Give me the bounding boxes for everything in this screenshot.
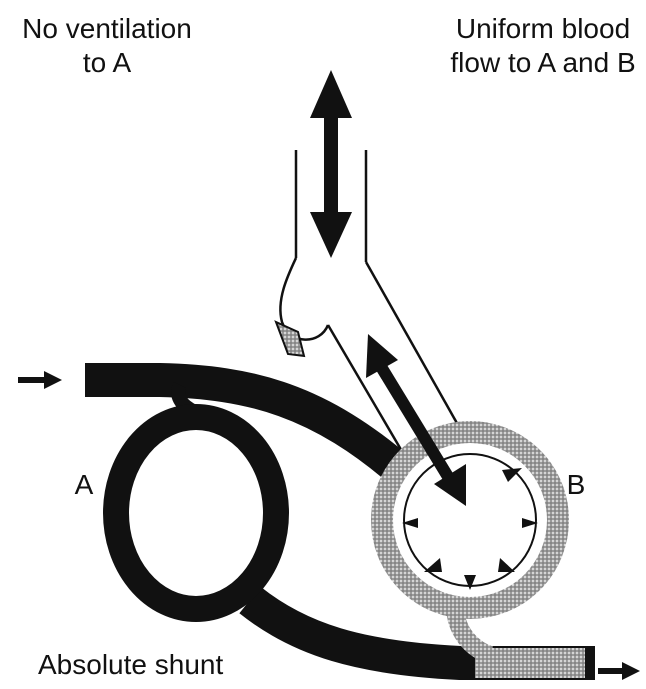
label-alveolus-b: B [556, 468, 596, 502]
branch-to-b-right-wall [366, 262, 458, 425]
label-alveolus-a: A [66, 468, 102, 502]
label-no-ventilation: No ventilation to A [12, 12, 202, 80]
outflow-arrow-icon [622, 662, 640, 680]
inflow-arrow-shaft [18, 377, 46, 383]
arrow-head-down [310, 212, 352, 258]
outflow-arrow-shaft [598, 668, 624, 674]
arrow-head-up [310, 70, 352, 118]
ventilation-arrow-main [310, 70, 352, 258]
label-uniform-blood-flow: Uniform blood flow to A and B [440, 12, 646, 80]
alveolus-a [116, 417, 276, 609]
venous-stipple [475, 648, 585, 678]
label-absolute-shunt: Absolute shunt [38, 648, 298, 682]
arrow-shaft [324, 112, 338, 222]
airway-blockage [276, 322, 304, 356]
inflow-arrow-icon [44, 371, 62, 389]
